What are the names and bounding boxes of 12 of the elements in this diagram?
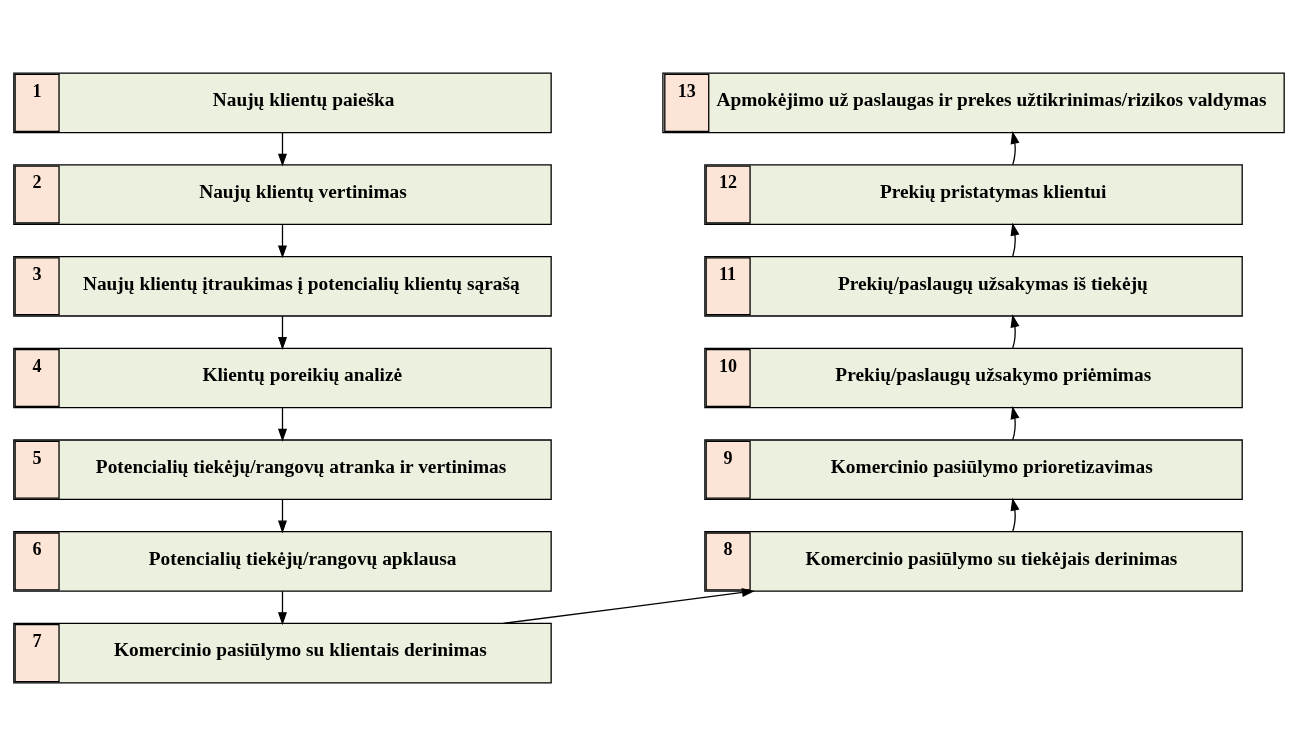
arrow — [277, 315, 287, 350]
arrow — [277, 131, 287, 167]
arrow — [1010, 222, 1020, 257]
arrow — [277, 223, 287, 258]
arrow — [277, 590, 287, 625]
arrow — [1010, 405, 1020, 440]
arrow — [277, 498, 287, 533]
arrow — [1010, 313, 1020, 349]
arrow — [502, 587, 755, 624]
arrow — [277, 406, 287, 442]
arrow — [1010, 130, 1020, 165]
arrow — [1010, 497, 1020, 532]
